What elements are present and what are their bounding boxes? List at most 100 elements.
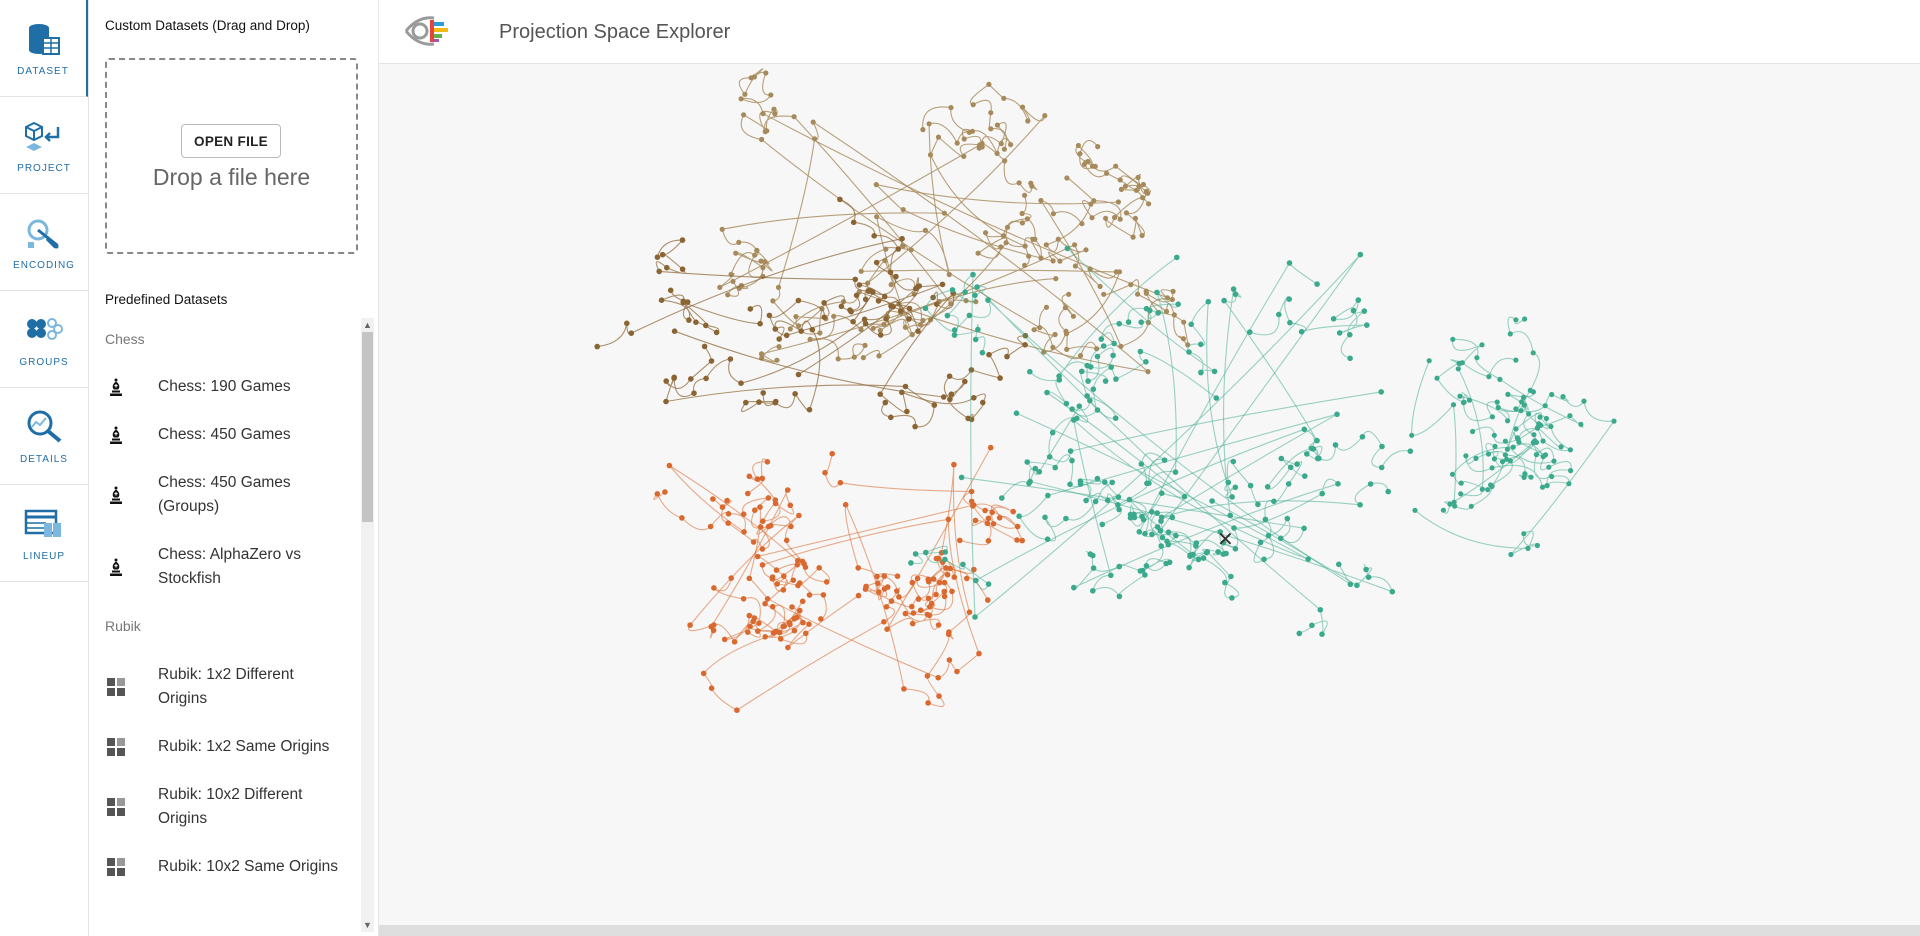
trajectory-point[interactable]: [1499, 459, 1506, 465]
trajectory-point[interactable]: [816, 565, 822, 571]
trajectory-point[interactable]: [1522, 316, 1528, 322]
trajectory-point[interactable]: [796, 512, 802, 519]
trajectory-point[interactable]: [853, 292, 860, 299]
trajectory-point[interactable]: [988, 126, 994, 132]
trajectory-point[interactable]: [1412, 507, 1418, 513]
trajectory-point[interactable]: [1378, 464, 1385, 471]
trajectory-point[interactable]: [1379, 443, 1385, 450]
trajectory-point[interactable]: [1426, 358, 1432, 364]
trajectory-point[interactable]: [1136, 183, 1142, 189]
trajectory-point[interactable]: [1077, 151, 1083, 157]
trajectory-point[interactable]: [1109, 479, 1115, 486]
trajectory-point[interactable]: [1347, 331, 1353, 338]
trajectory-point[interactable]: [994, 150, 1000, 156]
trajectory-orange[interactable]: [687, 512, 830, 639]
trajectory-point[interactable]: [1229, 595, 1235, 601]
trajectory-point[interactable]: [787, 502, 794, 509]
trajectory-point[interactable]: [926, 612, 933, 619]
trajectory-point[interactable]: [759, 562, 766, 568]
trajectory-teal-cluster[interactable]: [1412, 391, 1617, 558]
trajectory-point[interactable]: [858, 326, 864, 333]
trajectory-point[interactable]: [1085, 158, 1091, 165]
trajectory-point[interactable]: [935, 622, 942, 628]
trajectory-point[interactable]: [1205, 298, 1212, 305]
trajectory-point[interactable]: [871, 233, 877, 239]
trajectory-line[interactable]: [1414, 393, 1616, 555]
trajectory-point[interactable]: [770, 298, 776, 304]
trajectory-chess[interactable]: [770, 119, 1151, 375]
trajectory-point[interactable]: [883, 316, 889, 322]
trajectory-point[interactable]: [1128, 282, 1134, 288]
trajectory-point[interactable]: [1136, 529, 1143, 535]
trajectory-point[interactable]: [909, 579, 916, 586]
trajectory-point[interactable]: [1038, 255, 1044, 261]
trajectory-point[interactable]: [975, 326, 981, 333]
trajectory-point[interactable]: [987, 444, 994, 451]
trajectory-point[interactable]: [881, 586, 888, 592]
trajectory-point[interactable]: [1434, 375, 1440, 381]
trajectory-chess[interactable]: [865, 81, 1048, 297]
trajectory-point[interactable]: [883, 604, 890, 610]
trajectory-point[interactable]: [1043, 304, 1050, 310]
trajectory-point[interactable]: [1449, 471, 1456, 477]
trajectory-point[interactable]: [862, 342, 868, 348]
trajectory-point[interactable]: [773, 567, 780, 573]
trajectory-point[interactable]: [810, 119, 816, 125]
trajectory-point[interactable]: [1540, 438, 1546, 444]
trajectory-point[interactable]: [1125, 319, 1132, 325]
trajectory-point[interactable]: [1142, 572, 1148, 578]
trajectory-point[interactable]: [691, 390, 697, 397]
trajectory-point[interactable]: [822, 469, 828, 476]
trajectory-point[interactable]: [755, 628, 761, 634]
trajectory-point[interactable]: [1004, 353, 1010, 360]
trajectory-orange[interactable]: [842, 461, 973, 708]
trajectory-point[interactable]: [936, 579, 943, 586]
trajectory-point[interactable]: [873, 182, 879, 188]
trajectory-line[interactable]: [674, 330, 1027, 403]
trajectory-point[interactable]: [1052, 331, 1058, 338]
trajectory-point[interactable]: [1502, 438, 1508, 444]
trajectory-point[interactable]: [1521, 531, 1527, 537]
trajectory-point[interactable]: [1543, 415, 1549, 422]
trajectory-point[interactable]: [989, 509, 995, 516]
trajectory-point[interactable]: [1155, 310, 1161, 316]
trajectory-line[interactable]: [873, 106, 1056, 337]
trajectory-point[interactable]: [947, 565, 954, 572]
trajectory-point[interactable]: [746, 473, 753, 480]
trajectory-teal[interactable]: [1027, 368, 1188, 574]
trajectory-line[interactable]: [945, 254, 1361, 619]
trajectory-point[interactable]: [899, 389, 905, 396]
trajectory-orange[interactable]: [710, 495, 794, 552]
trajectory-point[interactable]: [1355, 297, 1362, 303]
trajectory-point[interactable]: [717, 284, 723, 290]
trajectory-point[interactable]: [945, 631, 952, 638]
trajectory-point[interactable]: [1042, 514, 1048, 521]
trajectory-point[interactable]: [1334, 411, 1340, 418]
trajectory-point[interactable]: [935, 134, 942, 140]
trajectory-point[interactable]: [1022, 262, 1028, 268]
trajectory-point[interactable]: [1090, 588, 1096, 594]
trajectory-point[interactable]: [838, 303, 845, 310]
trajectory-point[interactable]: [958, 474, 965, 481]
trajectory-point[interactable]: [1213, 395, 1220, 401]
trajectory-point[interactable]: [1319, 490, 1325, 497]
trajectory-point[interactable]: [1027, 478, 1033, 485]
trajectory-point[interactable]: [1037, 325, 1043, 331]
trajectory-teal-cluster[interactable]: [1434, 357, 1536, 422]
trajectory-point[interactable]: [1085, 378, 1091, 384]
trajectory-point[interactable]: [1516, 439, 1522, 445]
trajectory-point[interactable]: [1385, 488, 1391, 495]
trajectory-orange[interactable]: [884, 444, 994, 632]
trajectory-point[interactable]: [1090, 552, 1096, 559]
trajectory-point[interactable]: [899, 235, 905, 242]
trajectory-teal[interactable]: [1069, 348, 1220, 422]
trajectory-point[interactable]: [906, 305, 913, 312]
trajectory-point[interactable]: [1130, 234, 1136, 240]
trajectory-point[interactable]: [1050, 211, 1056, 217]
trajectory-teal[interactable]: [1221, 286, 1414, 519]
trajectory-orange[interactable]: [711, 575, 862, 651]
trajectory-point[interactable]: [700, 670, 707, 677]
trajectory-point[interactable]: [1505, 391, 1511, 397]
trajectory-point[interactable]: [799, 598, 806, 605]
trajectory-line[interactable]: [1411, 360, 1537, 510]
